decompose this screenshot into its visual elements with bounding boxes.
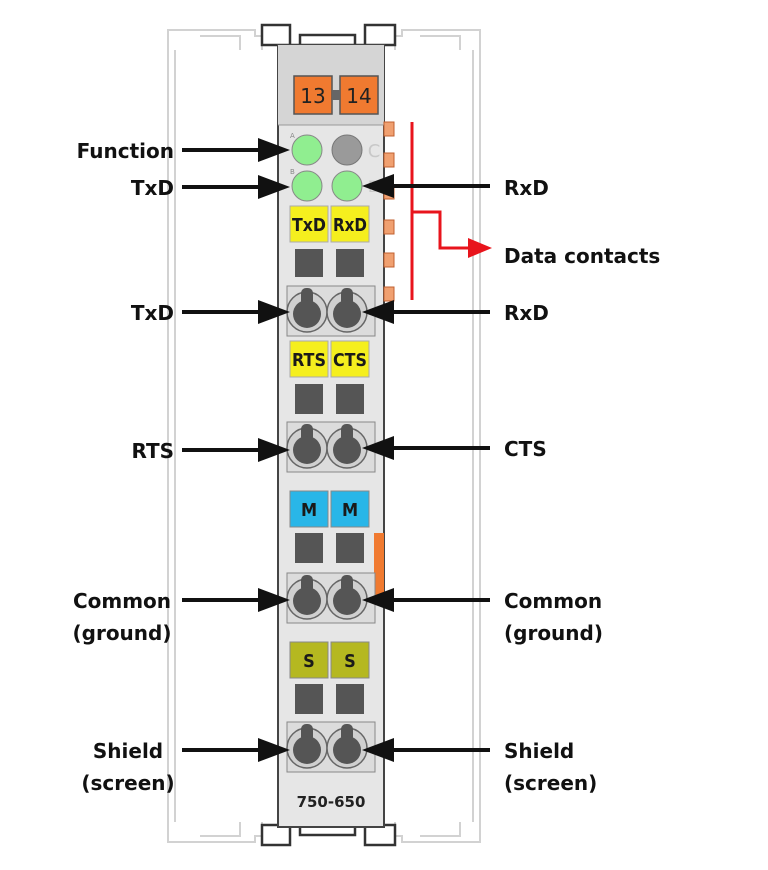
data-contacts-bracket [410,122,492,300]
tag-txd-label: TxD [292,215,326,236]
arrow-right-icon [258,175,290,199]
bottom-clip [260,823,397,847]
label-rxd-led: RxD [504,176,549,200]
led-letter-b: B [290,168,295,176]
tag-txd [289,205,329,243]
tag-s-right-label: S [344,651,356,672]
terminal-row-4 [286,721,376,773]
arrow-left-icon [362,436,394,460]
led-txd [291,170,323,202]
tag-m-left [289,490,329,528]
din-rail-outline [167,29,481,843]
tag-cts [330,340,370,378]
red-arrow-icon [468,238,492,258]
tag-rts-label: RTS [292,350,326,371]
label-rts: RTS [131,439,174,463]
label-screen-left: (screen) [81,771,174,795]
led-letter-a: A [290,132,295,140]
label-txd-led: TxD [131,176,174,200]
left-arrowheads [258,138,290,762]
tag-rxd-label: RxD [333,215,367,236]
label-rxd-terminal: RxD [504,301,549,325]
tag-m-right-label: M [342,500,358,521]
release-slot [336,533,364,563]
label-ground-left: (ground) [73,621,172,645]
label-cts: CTS [504,437,547,461]
release-slot [336,384,364,414]
led-c [331,134,363,166]
right-arrowheads [362,174,394,762]
tag-m-left-label: M [301,500,317,521]
arrow-right-icon [258,138,290,162]
terminal-row-3 [286,572,376,624]
arrow-right-icon [258,588,290,612]
data-contact-pins [383,121,395,302]
contact-14-label: 14 [346,84,371,108]
arrow-right-icon [258,300,290,324]
release-slot [295,384,323,414]
arrow-right-icon [258,738,290,762]
terminal-row-2 [286,421,376,473]
arrow-left-icon [362,300,394,324]
release-slot [336,249,364,277]
led-rxd [331,170,363,202]
label-common-right: Common [504,589,602,613]
tag-s-right [330,641,370,679]
contact-13 [293,75,333,115]
label-txd-terminal: TxD [131,301,174,325]
left-arrows [182,148,262,752]
tag-s-left [289,641,329,679]
label-shield-left: Shield [93,739,163,763]
led-letter-c: C [368,141,381,162]
label-common-left: Common [73,589,171,613]
arrow-left-icon [362,588,394,612]
right-arrows [390,184,490,752]
label-function: Function [77,139,174,163]
led-function [291,134,323,166]
tag-m-right [330,490,370,528]
label-screen-right: (screen) [504,771,597,795]
top-clip [260,23,397,47]
release-slot [295,533,323,563]
contact-13-label: 13 [300,84,325,108]
label-ground-right: (ground) [504,621,603,645]
power-jumper-contact [374,533,384,605]
arrow-left-icon [362,174,394,198]
tag-rts [289,340,329,378]
release-slot [295,684,323,714]
tag-s-left-label: S [303,651,315,672]
release-slot [295,249,323,277]
arrow-right-icon [258,438,290,462]
tag-rxd [330,205,370,243]
terminal-row-1 [286,285,376,337]
label-shield-right: Shield [504,739,574,763]
arrow-left-icon [362,738,394,762]
label-data-contacts: Data contacts [504,244,660,268]
release-slot [336,684,364,714]
io-module: 13 14 A C B D TxD RxD [260,23,397,847]
model-number: 750-650 [297,793,366,811]
tag-cts-label: CTS [333,350,367,371]
